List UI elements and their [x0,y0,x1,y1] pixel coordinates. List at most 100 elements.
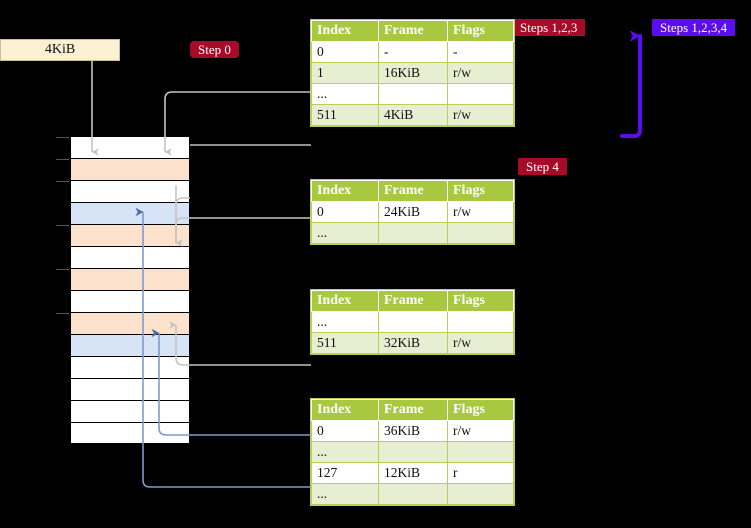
memory-row-tick [56,313,69,314]
cell-flags [447,222,514,244]
badge-step-4-wrap: Step 4 [518,158,567,176]
badge-steps-123-wrap: Steps 1,2,3 [512,19,586,37]
table-row: ... [311,483,514,505]
cell-index: 1 [311,62,379,84]
cell-frame: 32KiB [378,332,448,354]
badge-step-0-wrap: Step 0 [190,41,239,59]
cell-frame [378,222,448,244]
badge-steps-123: Steps 1,2,3 [512,19,586,36]
memory-row-tick [56,137,69,138]
cell-frame: - [378,41,448,63]
column-header-flags: Flags [447,180,514,202]
memory-frame-row [70,356,190,378]
memory-frame-row [56,268,190,290]
cell-flags: r/w [447,104,514,126]
wire-t4-row0-to-memory [151,328,311,436]
badge-step-0: Step 0 [190,41,239,58]
table-header-row: Index Frame Flags [311,399,514,421]
cell-frame: 4KiB [378,104,448,126]
memory-frame-row [56,312,190,334]
memory-frame-row [70,290,190,312]
badge-steps-1234: Steps 1,2,3,4 [652,19,736,36]
table-header-row: Index Frame Flags [311,290,514,312]
column-header-index: Index [311,180,379,202]
cell-frame [378,441,448,463]
physical-memory-map [56,136,190,444]
column-header-flags: Flags [447,290,514,312]
memory-row-tick [56,181,69,182]
cell-index: ... [311,483,379,505]
cell-flags [447,311,514,333]
cell-flags [447,483,514,505]
cell-index: ... [311,441,379,463]
memory-frame-row [70,422,190,444]
memory-row-tick [56,159,69,160]
memory-frame-row [56,158,190,180]
cell-frame [378,311,448,333]
wire-t4-row127-to-memory [135,207,311,488]
cell-frame: 16KiB [378,62,448,84]
memory-frame-row [56,224,190,246]
cell-index: 0 [311,41,379,63]
memory-frame-row [70,202,190,224]
table-row: ... [311,311,514,333]
table-row: 0-- [311,41,514,63]
memory-row-tick [56,269,69,270]
wire-t1-row1-to-memory [164,91,311,156]
memory-frame-row [70,378,190,400]
source-frame-box: 4KiB [0,39,120,61]
cell-frame: 36KiB [378,420,448,442]
table-header-row: Index Frame Flags [311,180,514,202]
column-header-frame: Frame [378,399,448,421]
memory-frame-row [56,180,190,202]
cell-frame [378,483,448,505]
wire-t2-branch-down [175,217,190,247]
column-header-flags: Flags [447,20,514,42]
memory-frame-row [70,334,190,356]
arrow-steps-1234-purple [620,30,642,138]
table-row: ... [311,222,514,244]
badge-step-4: Step 4 [518,158,567,175]
memory-frame-row [56,136,190,158]
memory-frame-row [70,400,190,422]
memory-row-tick [56,225,69,226]
badge-steps-1234-wrap: Steps 1,2,3,4 [652,19,736,37]
cell-frame: 24KiB [378,201,448,223]
column-header-flags: Flags [447,399,514,421]
column-header-frame: Frame [378,290,448,312]
cell-index: 511 [311,104,379,126]
cell-flags [447,83,514,105]
table-row: ... [311,441,514,463]
column-header-frame: Frame [378,20,448,42]
table-row: ... [311,83,514,105]
wire-memory-row4-to-t2 [175,197,190,206]
cell-index: ... [311,311,379,333]
cell-flags: r [447,462,514,484]
cell-flags: r/w [447,332,514,354]
cell-flags: r/w [447,420,514,442]
memory-frame-row [70,246,190,268]
wire-t3-branch-up [169,321,190,366]
cell-index: 0 [311,420,379,442]
cell-flags: r/w [447,201,514,223]
cell-index: 511 [311,332,379,354]
table-header-row: Index Frame Flags [311,20,514,42]
